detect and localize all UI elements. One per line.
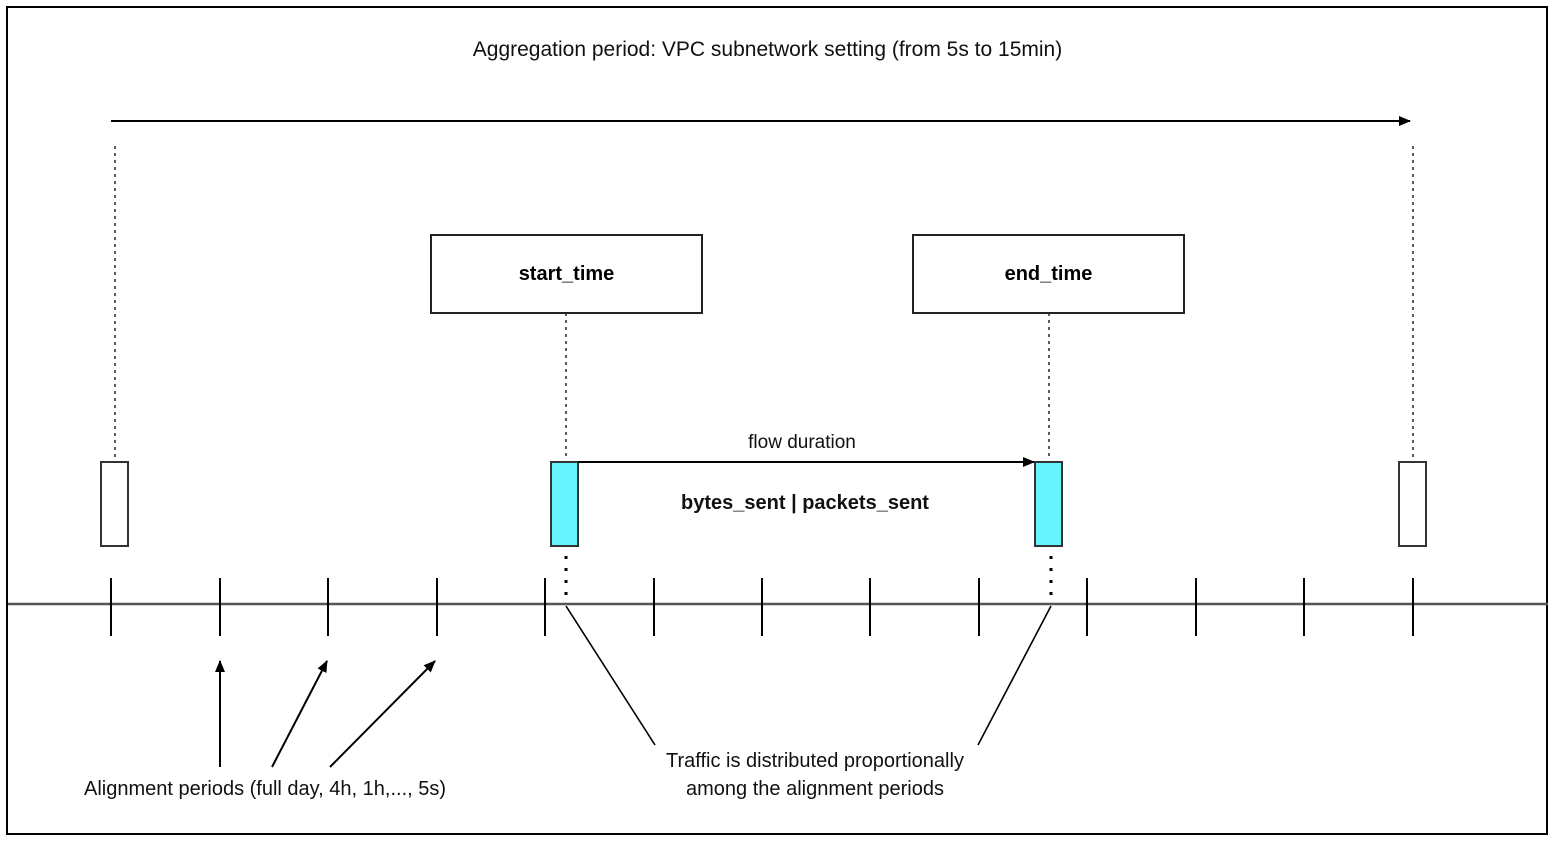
traffic-line-end bbox=[977, 605, 1052, 746]
diagram-frame bbox=[6, 6, 1548, 835]
bytes-packets-label: bytes_sent | packets_sent bbox=[681, 492, 929, 514]
flow-end-marker bbox=[1034, 461, 1063, 547]
traffic-distribution-label: Traffic is distributed proportionally am… bbox=[666, 750, 964, 800]
aggregation-start-marker bbox=[100, 461, 129, 547]
start-time-box: start_time bbox=[430, 234, 703, 314]
end-time-box: end_time bbox=[912, 234, 1185, 314]
end-time-label: end_time bbox=[1004, 262, 1093, 285]
alignment-arrow-3 bbox=[329, 660, 436, 768]
start-time-label: start_time bbox=[518, 262, 615, 285]
alignment-arrow-2 bbox=[271, 660, 328, 768]
traffic-line-start bbox=[565, 605, 656, 746]
timeline-ticks bbox=[110, 578, 1414, 636]
flow-start-marker bbox=[550, 461, 579, 547]
alignment-periods-label: Alignment periods (full day, 4h, 1h,...,… bbox=[83, 778, 447, 800]
aggregation-end-marker bbox=[1398, 461, 1427, 547]
aggregation-period-title: Aggregation period: VPC subnetwork setti… bbox=[472, 38, 1063, 61]
flow-duration-label: flow duration bbox=[748, 432, 856, 453]
